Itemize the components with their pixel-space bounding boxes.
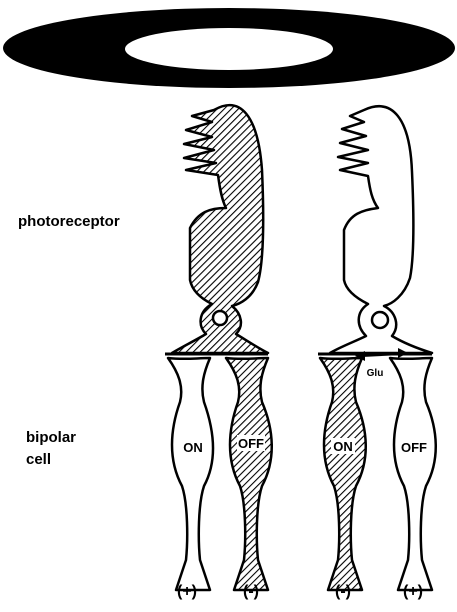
- nucleus-left: [213, 311, 227, 325]
- sign-left-on: (+): [177, 584, 197, 600]
- bipolar-cell-right-on: [320, 358, 366, 590]
- label-left-on: ON: [183, 440, 203, 455]
- bipolar-cell-right-off: [390, 358, 436, 590]
- bipolar-cell-left-off: [226, 358, 272, 590]
- label-cell: cell: [26, 452, 51, 467]
- nucleus-right: [372, 312, 388, 328]
- label-right-off: OFF: [401, 440, 427, 455]
- photoreceptor-left: [172, 105, 268, 353]
- bipolar-cell-left-on: [168, 358, 213, 590]
- sign-right-off: (+): [403, 584, 423, 600]
- sign-right-on: (-): [335, 584, 351, 600]
- annulus-center-spot: [125, 28, 333, 70]
- annulus-stimulus: [3, 8, 455, 88]
- label-left-off: OFF: [238, 436, 264, 451]
- sign-left-off: (-): [243, 584, 259, 600]
- label-photoreceptor: photoreceptor: [18, 214, 120, 229]
- label-right-on: ON: [333, 439, 353, 454]
- photoreceptor-right: [330, 106, 432, 353]
- label-bipolar: bipolar: [26, 430, 76, 445]
- label-glu: Glu: [367, 368, 384, 379]
